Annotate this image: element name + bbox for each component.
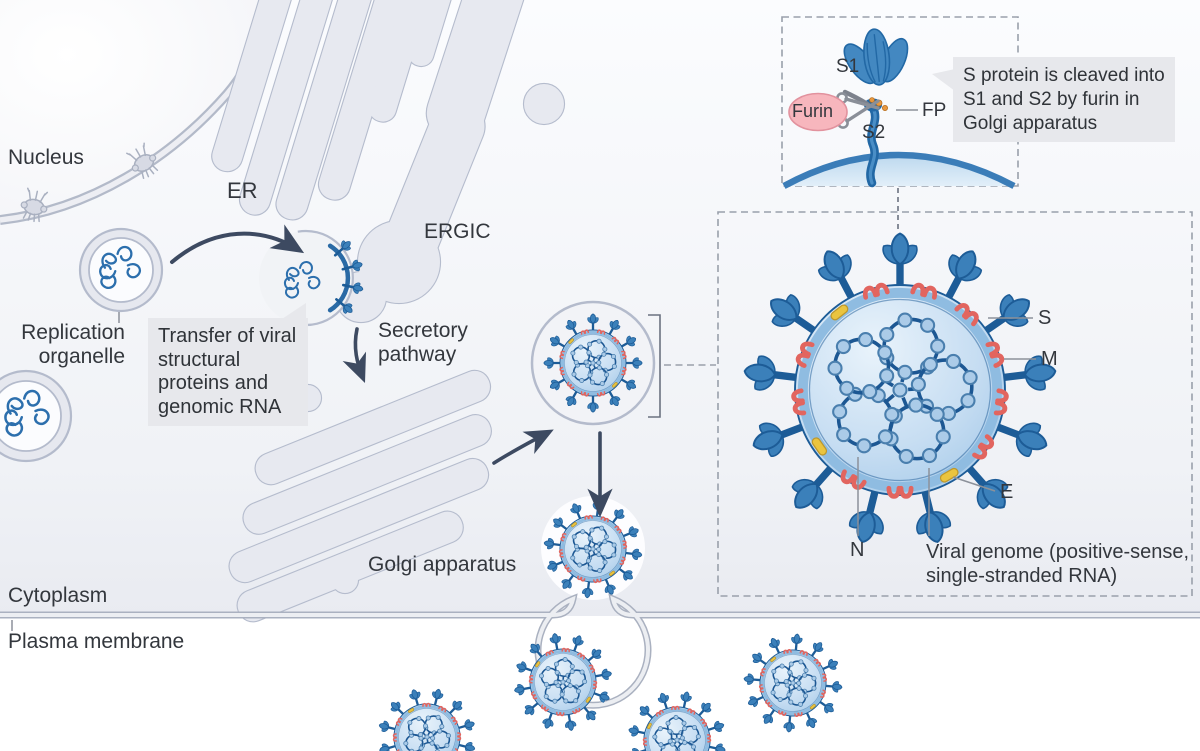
budding-spike-icon: [341, 282, 364, 294]
nucleocapsid-rna: [652, 714, 701, 751]
nucleocapsid-rna: [538, 657, 588, 704]
nucleocapsid-rna: [827, 312, 978, 464]
released-virion: [378, 688, 476, 751]
budding-virion-site: [283, 240, 364, 314]
membrane-proteins: [392, 702, 462, 751]
furin-label: Furin: [792, 101, 834, 121]
s1-label: S1: [836, 56, 860, 77]
callout-tail-icon: [932, 69, 955, 91]
ergic-label: ERGIC: [424, 220, 491, 243]
er-label: ER: [227, 178, 258, 203]
nucleocapsid-rna: [570, 525, 617, 574]
viral-genome-label: Viral genome (positive-sense,single-stra…: [926, 541, 1190, 587]
arrow-golgi-to-vesicle: [492, 429, 554, 465]
membrane-proteins: [558, 514, 628, 584]
s-protein-label: S: [1038, 307, 1052, 329]
virion-detail-inset-box: [717, 211, 1193, 597]
arrow-secretory-pathway: [342, 327, 367, 384]
virion-detailed: [743, 232, 1057, 543]
arrow-replication-to-ergic: [170, 224, 305, 264]
spike-proteins: [743, 232, 1057, 543]
nucleus-interior: [0, 0, 268, 218]
e-protein-label: E: [1000, 481, 1014, 503]
nucleocapsid-rna: [570, 338, 617, 387]
spike-proteins: [514, 633, 612, 731]
n-protein-label: N: [850, 539, 865, 561]
plasma-membrane: [0, 593, 1200, 709]
budding-cup: [259, 231, 353, 325]
s-cleavage-callout: S protein is cleaved into S1 and S2 by f…: [932, 57, 1175, 143]
spike-cleavage-detail: [782, 28, 1016, 189]
replication-organelle: [78, 227, 164, 313]
virion-in-vesicle: [543, 313, 643, 413]
vesicle-bracket: [648, 314, 661, 418]
s1-head: [843, 28, 909, 86]
virion-label-leaders: [857, 317, 1036, 536]
fp-label: FP: [922, 100, 947, 121]
membrane-proteins: [758, 648, 828, 718]
golgi-membrane-dome-edge: [782, 151, 1016, 189]
transfer-callout: Transfer of viral structural proteins an…: [148, 303, 308, 427]
extracellular-background: [0, 616, 1200, 751]
membrane-proteins: [642, 705, 712, 751]
budding-spike-icon: [341, 259, 363, 271]
membrane-proteins: [528, 647, 598, 717]
budding-cup-rim: [297, 229, 354, 327]
callout-tail-icon: [282, 303, 306, 319]
membrane-proteins: [791, 282, 1009, 499]
m-protein-label: M: [1041, 348, 1058, 370]
nucleocapsid-rna: [403, 714, 451, 751]
golgi-label: Golgi apparatus: [368, 553, 517, 576]
replication-organelle: [0, 369, 73, 463]
nucleus-label: Nucleus: [8, 146, 84, 169]
membrane-proteins: [559, 329, 627, 397]
ergic-compartment: [259, 0, 540, 327]
cytoplasm-label: Cytoplasm: [8, 584, 108, 607]
furin-enzyme: [788, 92, 848, 132]
nucleocapsid-rna: [770, 659, 817, 707]
s2-label: S2: [862, 122, 886, 143]
budding-spike-icon: [333, 240, 351, 257]
virion-exocytosis: [543, 499, 643, 599]
released-virion: [743, 633, 843, 733]
plasma-membrane-label: Plasma membrane: [8, 630, 185, 653]
budding-spike-icon: [335, 298, 353, 314]
released-virion: [514, 633, 612, 731]
